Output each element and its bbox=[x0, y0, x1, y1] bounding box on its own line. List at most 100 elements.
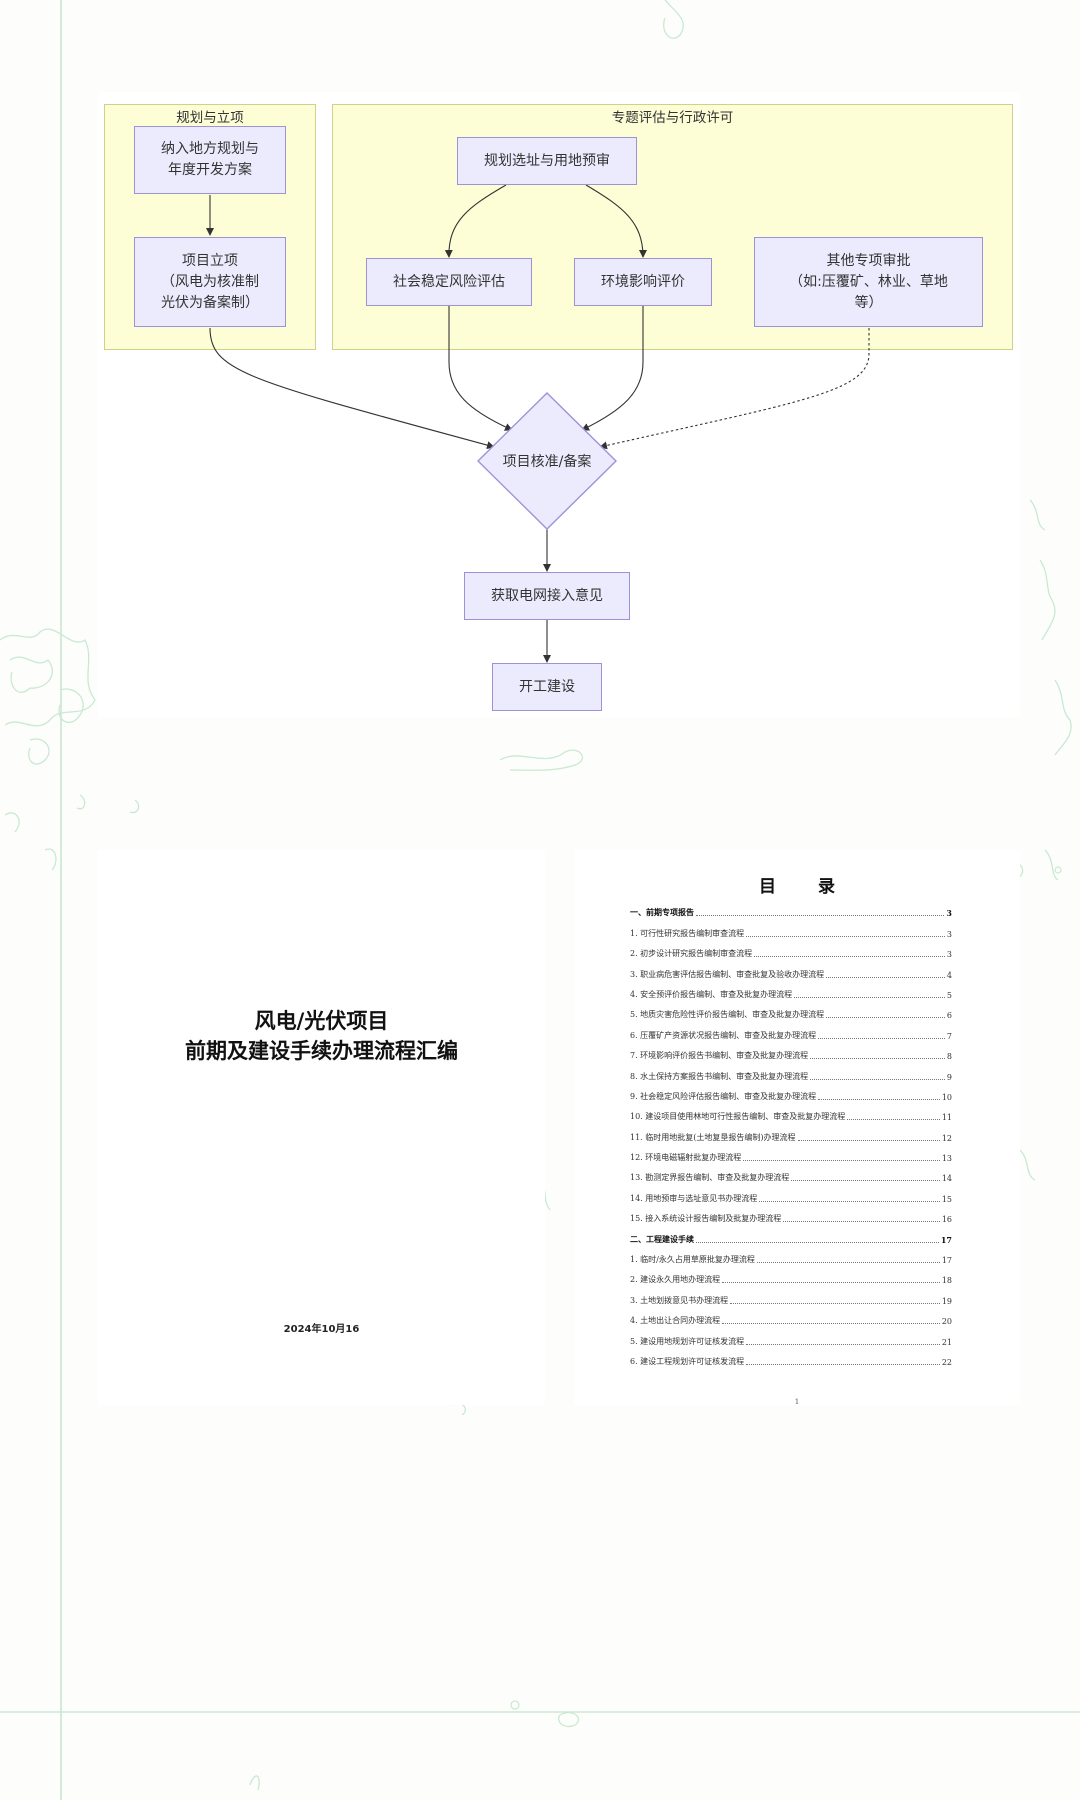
toc-leader-dots bbox=[759, 1200, 940, 1202]
toc-section-row: 二、工程建设手续 17 bbox=[630, 1224, 952, 1245]
toc-item-label: 二、工程建设手续 bbox=[630, 1233, 694, 1244]
toc-leader-dots bbox=[826, 1017, 945, 1019]
toc-leader-dots bbox=[810, 1058, 945, 1060]
toc-row: 15. 接入系统设计报告编制及批复办理流程 16 bbox=[630, 1204, 952, 1224]
toc-item-page: 14 bbox=[941, 1174, 952, 1184]
toc-row: 3. 土地划拨意见书办理流程 19 bbox=[630, 1285, 952, 1306]
toc-item-page: 3 bbox=[946, 908, 952, 919]
toc-item-label: 5. 建设用地规划许可证核发流程 bbox=[630, 1336, 745, 1346]
toc-item-label: 2. 初步设计研究报告编制审查流程 bbox=[630, 949, 753, 959]
toc-item-page: 13 bbox=[941, 1154, 952, 1164]
toc-item-label: 1. 可行性研究报告编制审查流程 bbox=[630, 928, 745, 938]
toc-item-page: 9 bbox=[946, 1072, 952, 1082]
node-grid-access: 获取电网接入意见 bbox=[464, 572, 630, 620]
toc-item-label: 13. 勘测定界报告编制、审查及批复办理流程 bbox=[630, 1173, 790, 1183]
toc-item-label: 15. 接入系统设计报告编制及批复办理流程 bbox=[630, 1214, 782, 1224]
toc-row: 5. 建设用地规划许可证核发流程 21 bbox=[630, 1326, 952, 1347]
toc-leader-dots bbox=[722, 1282, 940, 1284]
toc-item-label: 11. 临时用地批复(土地复垦报告编制)办理流程 bbox=[630, 1132, 796, 1142]
toc-leader-dots bbox=[791, 1180, 940, 1182]
toc-item-label: 10. 建设项目使用林地可行性报告编制、审查及批复办理流程 bbox=[630, 1112, 846, 1122]
toc-item-label: 8. 水土保持方案报告书编制、审查及批复办理流程 bbox=[630, 1071, 809, 1081]
toc-row: 13. 勘测定界报告编制、审查及批复办理流程 14 bbox=[630, 1163, 952, 1183]
toc-item-label: 14. 用地预审与选址意见书办理流程 bbox=[630, 1193, 758, 1203]
toc-item-label: 6. 压覆矿产资源状况报告编制、审查及批复办理流程 bbox=[630, 1030, 817, 1040]
cover-title-line2: 前期及建设手续办理流程汇编 bbox=[185, 1039, 458, 1063]
group-planning-title: 规划与立项 bbox=[176, 110, 244, 126]
toc-leader-dots bbox=[746, 935, 945, 937]
node-other-approvals: 其他专项审批 （如:压覆矿、林业、草地 等） bbox=[754, 237, 983, 327]
toc-item-page: 21 bbox=[941, 1337, 952, 1347]
group-evaluation-title: 专题评估与行政许可 bbox=[611, 110, 734, 126]
toc-leader-dots bbox=[810, 1078, 945, 1080]
toc-row: 2. 建设永久用地办理流程 18 bbox=[630, 1265, 952, 1285]
toc-leader-dots bbox=[696, 1241, 939, 1243]
toc-leader-dots bbox=[730, 1302, 940, 1304]
toc-leader-dots bbox=[743, 1160, 940, 1162]
toc-row: 6. 建设工程规划许可证核发流程 22 bbox=[630, 1347, 952, 1367]
toc-row: 2. 初步设计研究报告编制审查流程 3 bbox=[630, 939, 952, 959]
toc-item-page: 20 bbox=[941, 1317, 952, 1327]
toc-item-page: 10 bbox=[941, 1092, 952, 1102]
cover-date: 2024年10月16 bbox=[283, 1324, 360, 1335]
toc-item-page: 17 bbox=[940, 1234, 952, 1245]
toc-leader-dots bbox=[696, 915, 945, 917]
toc-item-page: 22 bbox=[941, 1357, 952, 1367]
toc-item-label: 7. 环境影响评价报告书编制、审查及批复办理流程 bbox=[630, 1051, 809, 1061]
toc-row: 8. 水土保持方案报告书编制、审查及批复办理流程 9 bbox=[630, 1061, 952, 1082]
toc-item-label: 5. 地质灾害危险性评价报告编制、审查及批复办理流程 bbox=[630, 1010, 825, 1020]
toc-item-label: 1. 临时/永久占用草原批复办理流程 bbox=[630, 1255, 755, 1265]
toc-item-label: 3. 土地划拨意见书办理流程 bbox=[630, 1295, 729, 1305]
toc-leader-dots bbox=[847, 1119, 940, 1121]
toc-row: 7. 环境影响评价报告书编制、审查及批复办理流程 8 bbox=[630, 1041, 952, 1061]
toc-item-label: 6. 建设工程规划许可证核发流程 bbox=[630, 1356, 745, 1366]
toc-row: 9. 社会稳定风险评估报告编制、审查及批复办理流程 10 bbox=[630, 1082, 952, 1102]
flowchart-panel: 规划与立项 专题评估与行政许可 纳入地方规划与 年度开发方案 项目立项 （风电为… bbox=[98, 92, 1020, 717]
toc-item-label: 9. 社会稳定风险评估报告编制、审查及批复办理流程 bbox=[630, 1091, 817, 1101]
edge-site-to-social bbox=[444, 184, 507, 258]
toc-item-page: 4 bbox=[946, 970, 952, 980]
flowchart-connectors bbox=[206, 184, 870, 663]
cover-title-line1: 风电/光伏项目 bbox=[254, 1009, 389, 1033]
node-project-setup: 项目立项 （风电为核准制 光伏为备案制） bbox=[134, 237, 286, 327]
toc-item-page: 16 bbox=[941, 1215, 952, 1225]
toc-row: 1. 可行性研究报告编制审查流程 3 bbox=[630, 918, 952, 939]
toc-item-page: 19 bbox=[941, 1296, 952, 1306]
edge-site-to-env bbox=[585, 184, 647, 258]
toc-item-label: 2. 建设永久用地办理流程 bbox=[630, 1275, 721, 1285]
toc-row: 5. 地质灾害危险性评价报告编制、审查及批复办理流程 6 bbox=[630, 1000, 952, 1020]
toc-leader-dots bbox=[794, 996, 945, 998]
toc-item-page: 6 bbox=[946, 1011, 952, 1021]
toc-item-page: 3 bbox=[946, 950, 952, 960]
node-local-plan: 纳入地方规划与 年度开发方案 bbox=[134, 126, 286, 194]
toc-row: 6. 压覆矿产资源状况报告编制、审查及批复办理流程 7 bbox=[630, 1020, 952, 1041]
toc-item-label: 4. 土地出让合同办理流程 bbox=[630, 1316, 721, 1326]
edge-social-to-approval bbox=[448, 306, 513, 431]
node-site-selection: 规划选址与用地预审 bbox=[457, 137, 637, 185]
toc-row: 11. 临时用地批复(土地复垦报告编制)办理流程 12 bbox=[630, 1122, 952, 1143]
toc-leader-dots bbox=[754, 956, 945, 958]
toc-leader-dots bbox=[818, 1037, 945, 1039]
toc-item-label: 一、前期专项报告 bbox=[630, 907, 694, 918]
node-env-impact: 环境影响评价 bbox=[574, 258, 712, 306]
toc-item-page: 8 bbox=[946, 1052, 952, 1062]
toc-item-page: 18 bbox=[941, 1276, 952, 1286]
toc-item-page: 7 bbox=[946, 1031, 952, 1041]
edge-setup-to-approval bbox=[209, 327, 495, 450]
toc-item-page: 5 bbox=[946, 990, 952, 1000]
toc-leader-dots bbox=[722, 1323, 940, 1325]
toc-item-page: 12 bbox=[941, 1133, 952, 1143]
node-social-risk: 社会稳定风险评估 bbox=[366, 258, 532, 306]
toc-item-page: 3 bbox=[946, 929, 952, 939]
toc-section-row: 一、前期专项报告 3 bbox=[630, 898, 952, 918]
toc-leader-dots bbox=[746, 1363, 940, 1365]
toc-leader-dots bbox=[818, 1098, 940, 1100]
